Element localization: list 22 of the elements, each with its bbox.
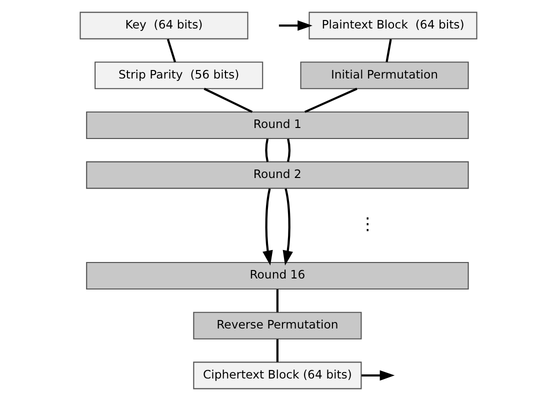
- node-box: Reverse Permutation: [192, 312, 362, 340]
- arrow: [278, 20, 312, 31]
- node-box: Round 2: [86, 161, 468, 189]
- node-box: Round 1: [86, 111, 468, 139]
- connector: [264, 138, 268, 162]
- node-box: Strip Parity (56 bits): [94, 62, 263, 90]
- connector: [286, 138, 290, 162]
- node-box: Ciphertext Block (64 bits): [192, 362, 362, 390]
- arrow: [282, 188, 292, 266]
- node-box: Key (64 bits): [79, 12, 248, 40]
- node-box: Round 16: [86, 262, 468, 290]
- connector: [385, 38, 392, 62]
- connector: [304, 88, 357, 113]
- arrow: [262, 188, 272, 266]
- connector: [166, 38, 176, 62]
- label: ⋮: [358, 213, 376, 234]
- node-box: Initial Permutation: [300, 62, 468, 90]
- arrow: [361, 370, 394, 381]
- connector: [276, 289, 278, 312]
- connector: [203, 88, 252, 113]
- node-box: Plaintext Block (64 bits): [308, 12, 477, 40]
- connector: [276, 339, 278, 362]
